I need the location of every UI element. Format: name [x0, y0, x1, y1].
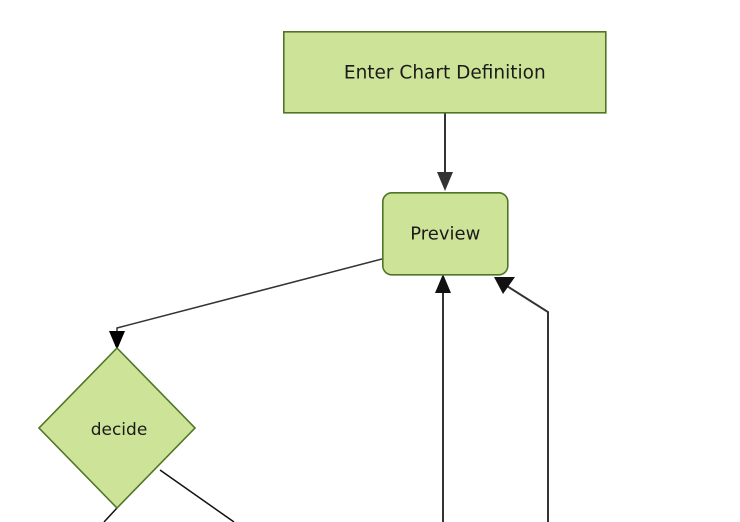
edge-bottom-right-preview — [494, 277, 549, 522]
edge-decide-bottom-left — [103, 507, 118, 522]
node-decide[interactable]: decide — [37, 346, 197, 510]
node-enter-chart-definition-shape[interactable] — [282, 30, 607, 114]
node-enter-chart-definition-label: Enter Chart Definition — [344, 63, 546, 84]
edge-preview-decide — [109, 258, 383, 350]
arrowhead-bottom-right-preview — [494, 277, 515, 294]
node-decide-shape[interactable] — [37, 346, 197, 510]
arrowhead-enter-preview — [437, 172, 453, 191]
node-preview-label: Preview — [410, 224, 480, 245]
arrowhead-bottom-center-preview — [435, 274, 451, 293]
node-decide-label: decide — [91, 420, 148, 440]
edge-line-preview-decide — [116, 258, 383, 338]
edge-line-decide-bottom-right — [159, 469, 235, 522]
edge-line-decide-bottom-left — [103, 507, 118, 522]
arrowhead-preview-decide — [109, 331, 125, 350]
node-enter-chart-definition[interactable]: Enter Chart Definition — [282, 30, 607, 114]
edge-enter-preview — [437, 113, 453, 191]
node-preview-shape[interactable] — [381, 192, 509, 276]
edge-line-bottom-right-preview — [506, 285, 549, 522]
edge-bottom-center-preview — [435, 274, 451, 522]
node-preview[interactable]: Preview — [381, 192, 509, 276]
edge-decide-bottom-right — [159, 469, 235, 522]
